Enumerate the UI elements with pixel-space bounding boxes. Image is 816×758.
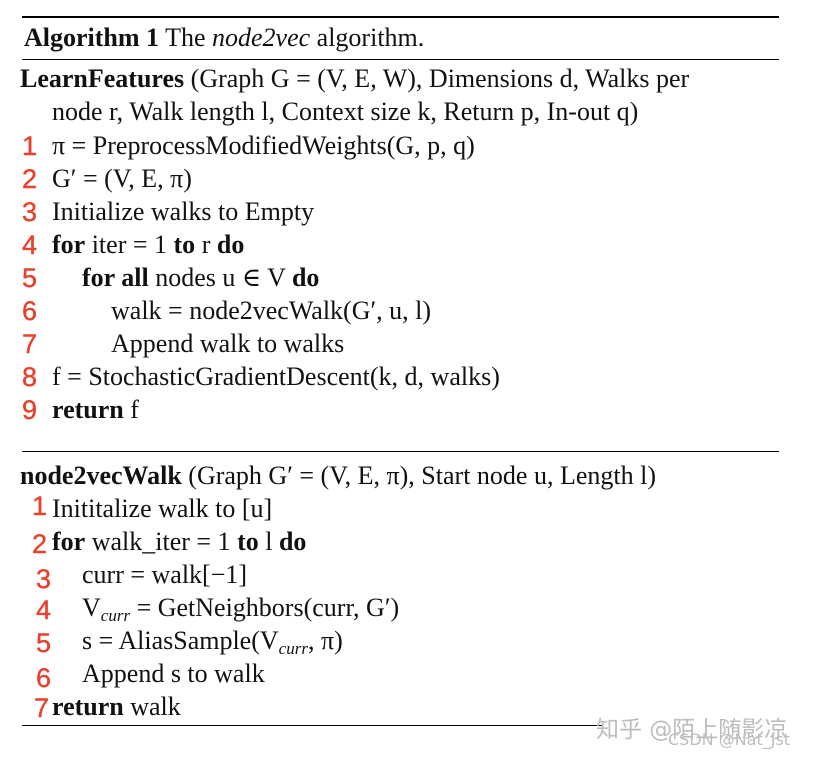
step-number: 1: [32, 491, 48, 521]
function-name: LearnFeatures: [20, 64, 185, 93]
step-line: Vcurr = GetNeighbors(curr, G′): [82, 593, 400, 625]
algorithm-caption: Algorithm 1 The node2vec algorithm.: [24, 23, 425, 52]
node2vecwalk-signature: node2vecWalk (Graph G′ = (V, E, π), Star…: [20, 461, 656, 490]
algorithm-label: Algorithm 1: [24, 23, 160, 52]
step-line: Inititalize walk to [u]: [52, 494, 273, 523]
step-number: 6: [36, 663, 52, 693]
step-number: 3: [22, 197, 38, 227]
step-number: 5: [22, 263, 38, 293]
keyword: do: [291, 263, 320, 292]
keyword: for all: [82, 263, 149, 292]
keyword: to: [173, 230, 196, 259]
step-number: 7: [22, 329, 38, 359]
step-line: for walk_iter = 1 to l do: [52, 527, 307, 556]
step-line: Append walk to walks: [111, 329, 345, 358]
step-line: G′ = (V, E, π): [52, 164, 192, 193]
step-number: 8: [22, 362, 38, 392]
step-line: return walk: [52, 692, 181, 721]
keyword: to: [237, 527, 259, 556]
function-name: node2vecWalk: [20, 461, 182, 490]
step-line: f = StochasticGradientDescent(k, d, walk…: [52, 362, 500, 391]
step-number: 7: [34, 693, 50, 723]
keyword: return: [52, 395, 124, 424]
learnfeatures-signature: LearnFeatures (Graph G = (V, E, W), Dime…: [20, 64, 690, 93]
keyword: do: [278, 527, 307, 556]
step-number: 9: [22, 395, 38, 425]
step-number: 2: [22, 164, 38, 194]
step-number: 3: [36, 564, 52, 594]
step-number: 2: [32, 529, 48, 559]
section-rule: [22, 451, 779, 452]
step-line: for iter = 1 to r do: [52, 230, 245, 259]
step-line: curr = walk[−1]: [82, 560, 248, 589]
step-line: π = PreprocessModifiedWeights(G, p, q): [52, 131, 475, 160]
step-number: 1: [22, 131, 38, 161]
keyword: for: [52, 527, 86, 556]
step-number: 5: [36, 628, 52, 658]
top-rule: [22, 16, 779, 18]
learnfeatures-signature-cont: node r, Walk length l, Context size k, R…: [52, 97, 639, 126]
algorithm-name: node2vec: [212, 23, 311, 52]
step-number: 4: [22, 230, 38, 260]
csdn-watermark: CSDN @Nat_Jst: [668, 730, 791, 749]
step-line: walk = node2vecWalk(G′, u, l): [111, 296, 432, 325]
step-line: s = AliasSample(Vcurr, π): [82, 626, 343, 658]
step-line: Initialize walks to Empty: [52, 197, 315, 226]
step-line: return f: [52, 395, 139, 424]
bottom-rule: [22, 725, 602, 726]
header-rule: [22, 59, 779, 60]
zhihu-watermark: 知乎 @陌上随影凉: [596, 717, 788, 743]
step-line: Append s to walk: [82, 659, 265, 688]
keyword: do: [216, 230, 245, 259]
keyword: for: [52, 230, 86, 259]
step-line: for all nodes u ∈ V do: [82, 263, 320, 292]
step-number: 6: [22, 296, 38, 326]
keyword: return: [52, 692, 124, 721]
step-number: 4: [36, 595, 52, 625]
